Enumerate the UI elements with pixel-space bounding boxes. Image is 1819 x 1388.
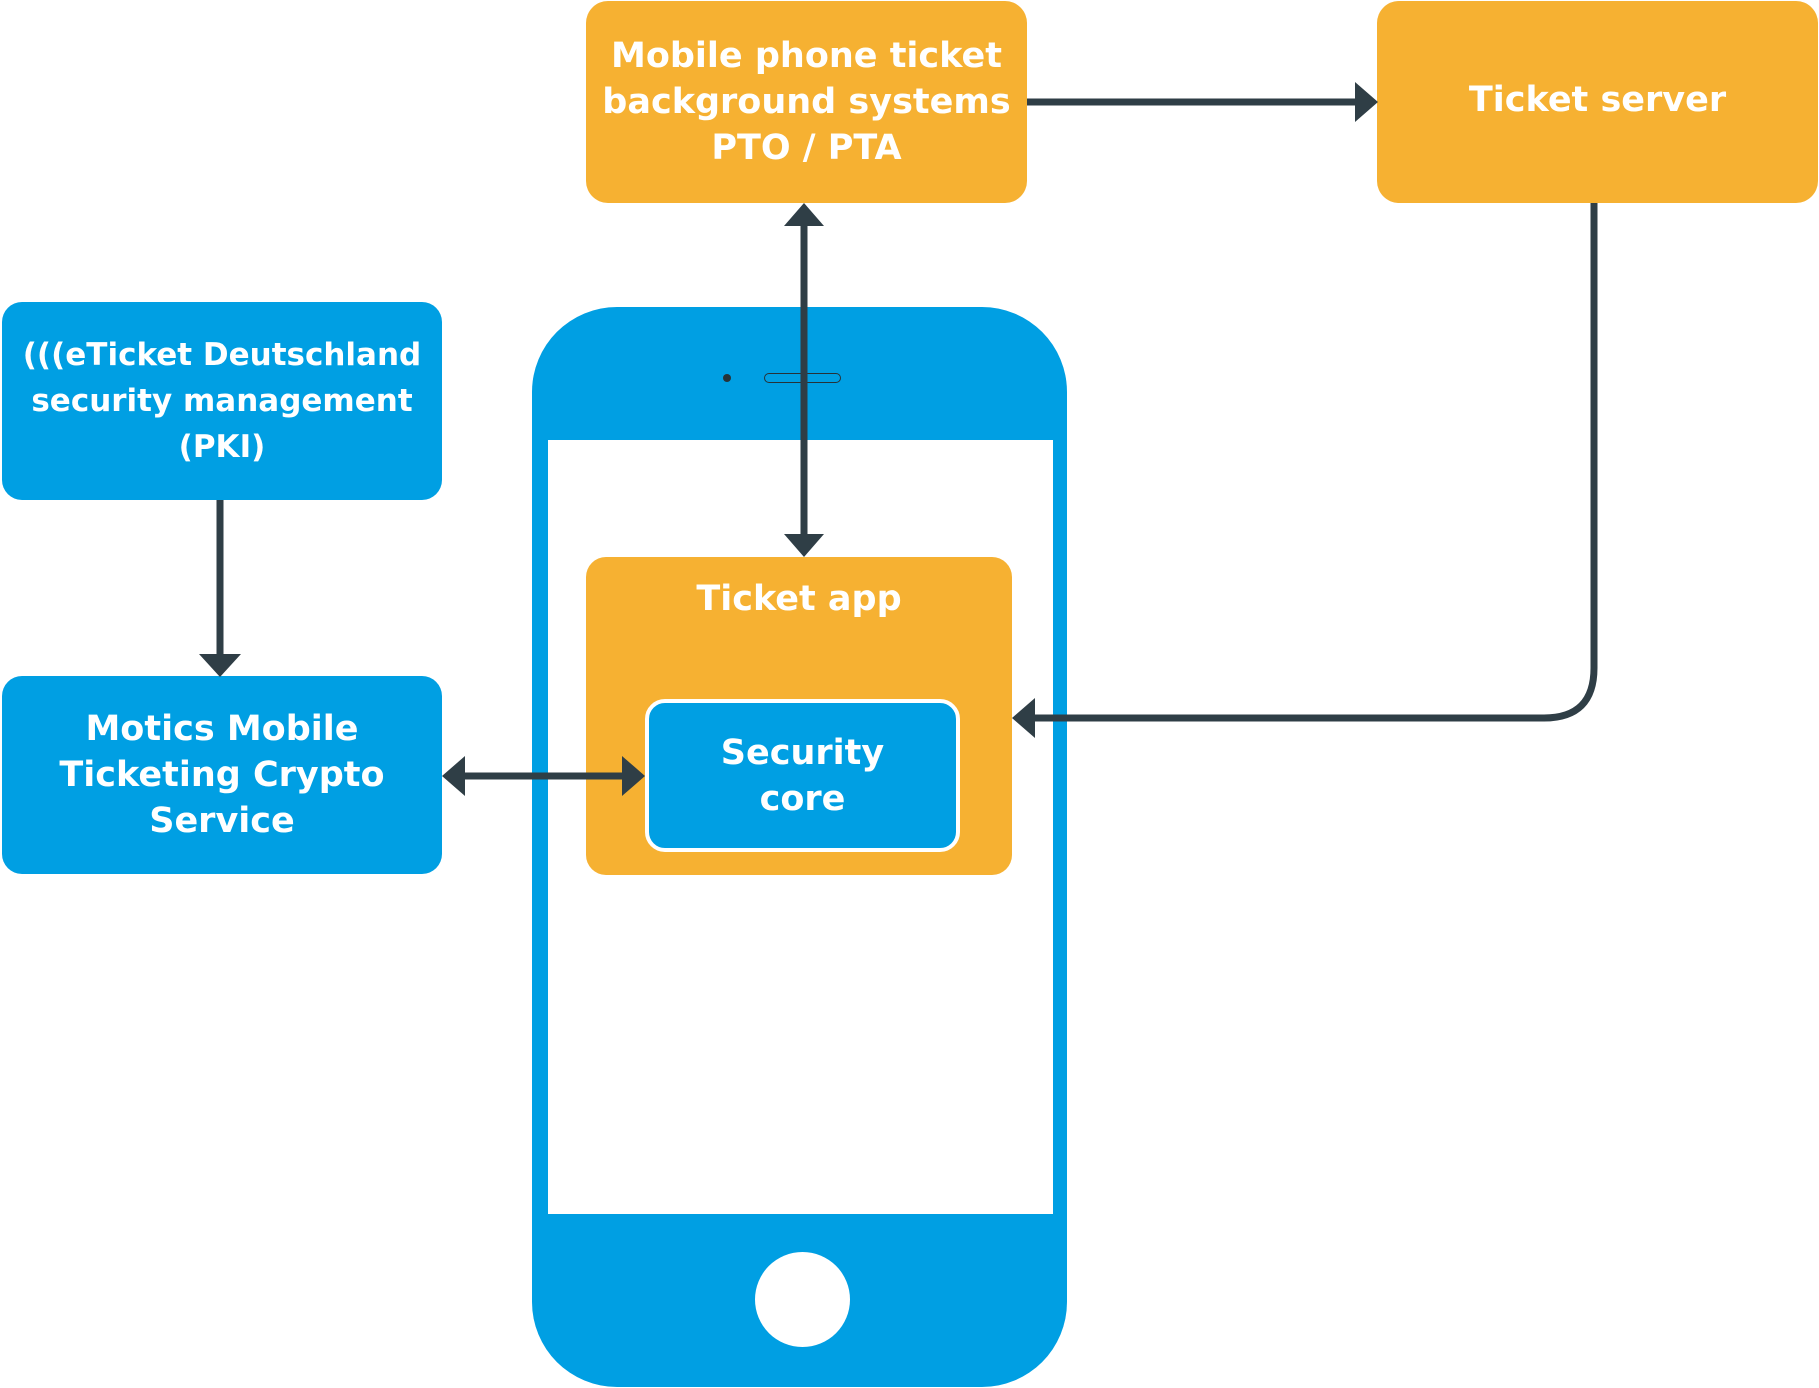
arrowhead-pto-up	[784, 203, 824, 226]
arrowhead-ticket-app-left	[1012, 698, 1035, 738]
front-camera-icon	[723, 374, 731, 382]
ticket-app-label: Ticket app	[696, 579, 902, 619]
arrowhead-ticket-server	[1355, 82, 1378, 122]
motics-crypto-service-box: Motics Mobile Ticketing Crypto Service	[2, 676, 442, 874]
arrowhead-ticket-app-down	[784, 534, 824, 557]
ticket-server-box: Ticket server	[1377, 1, 1818, 203]
arrowhead-security-core-right	[622, 756, 645, 796]
security-core-box: Security core	[645, 699, 960, 852]
ticket-server-label: Ticket server	[1468, 80, 1727, 120]
eticket-pki-box: (((eTicket Deutschland security manageme…	[2, 302, 442, 500]
background-systems-label: Mobile phone ticket background systems P…	[602, 36, 1011, 168]
arrowhead-motics-down	[199, 654, 241, 677]
arrow-ticket-server-to-ticket-app	[1032, 203, 1598, 722]
eticket-pki-label: (((eTicket Deutschland security manageme…	[22, 337, 422, 465]
home-button-icon	[755, 1252, 850, 1347]
motics-crypto-service-label: Motics Mobile Ticketing Crypto Service	[59, 709, 385, 841]
security-core-label: Security core	[720, 732, 885, 819]
arrowhead-motics-left	[442, 756, 465, 796]
background-systems-box: Mobile phone ticket background systems P…	[586, 1, 1027, 203]
